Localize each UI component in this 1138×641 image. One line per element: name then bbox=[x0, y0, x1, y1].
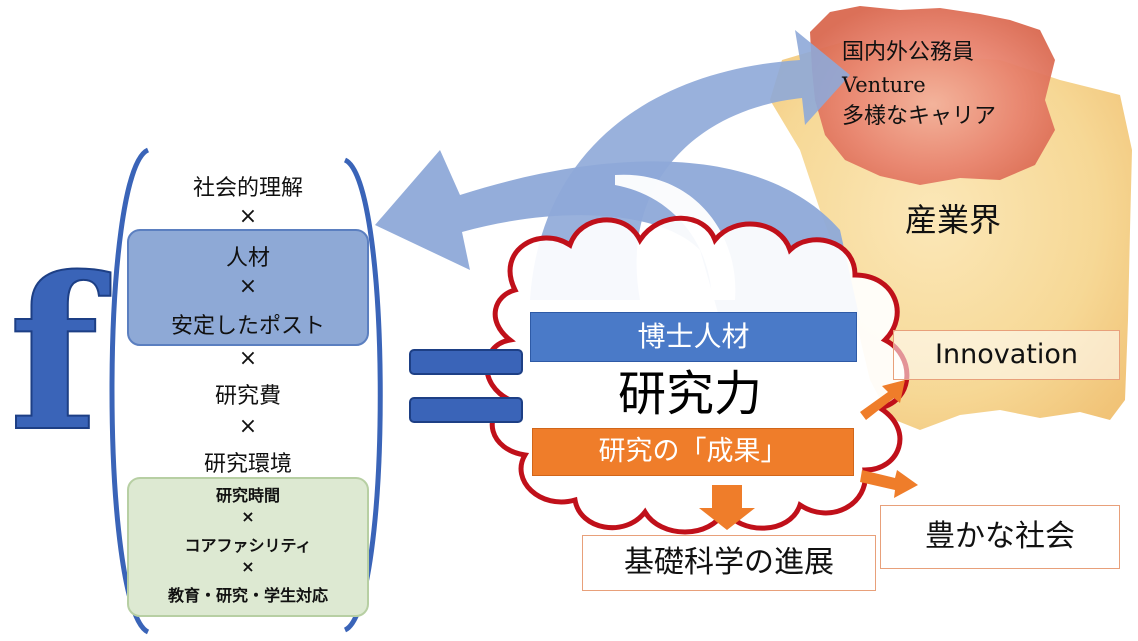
times-sign: × bbox=[241, 557, 255, 576]
factor-talent: 人材 bbox=[225, 246, 270, 271]
doctoral-talent-box: 博士人材 bbox=[530, 312, 857, 362]
industry-label: 産業界 bbox=[905, 201, 1002, 239]
career-venture: Venture bbox=[842, 73, 926, 97]
career-cloud bbox=[810, 6, 1055, 185]
career-civil-servant: 国内外公務員 bbox=[842, 40, 975, 65]
times-sign: × bbox=[241, 507, 255, 526]
arrow-to-innovation bbox=[860, 380, 905, 420]
rich-society-box: 豊かな社会 bbox=[880, 505, 1120, 569]
function-symbol: f bbox=[8, 231, 100, 478]
arrow-to-society bbox=[860, 470, 918, 498]
times-sign: × bbox=[238, 414, 258, 439]
environment-box bbox=[127, 477, 369, 617]
env-education-research-student: 教育・研究・学生対応 bbox=[167, 586, 328, 605]
factor-social-understanding: 社会的理解 bbox=[192, 176, 303, 201]
innovation-box: Innovation bbox=[893, 330, 1120, 380]
times-sign: × bbox=[238, 346, 258, 371]
env-research-time: 研究時間 bbox=[215, 486, 280, 505]
career-diverse: 多様なキャリア bbox=[842, 104, 997, 129]
basic-science-progress-box: 基礎科学の進展 bbox=[582, 535, 876, 591]
arrow-to-basic-science bbox=[699, 485, 755, 530]
times-sign: × bbox=[238, 204, 258, 229]
research-power-label: 研究力 bbox=[617, 366, 762, 422]
talent-post-box bbox=[127, 229, 369, 346]
research-results-box: 研究の「成果」 bbox=[532, 428, 854, 476]
factor-stable-post: 安定したポスト bbox=[170, 314, 325, 339]
factor-research-funds: 研究費 bbox=[214, 384, 281, 409]
equals-bar-top bbox=[409, 349, 523, 375]
factor-research-environment: 研究環境 bbox=[203, 452, 292, 477]
equals-bar-bottom bbox=[409, 397, 523, 423]
env-core-facility: コアファシリティ bbox=[184, 536, 312, 555]
times-sign: × bbox=[238, 274, 258, 299]
